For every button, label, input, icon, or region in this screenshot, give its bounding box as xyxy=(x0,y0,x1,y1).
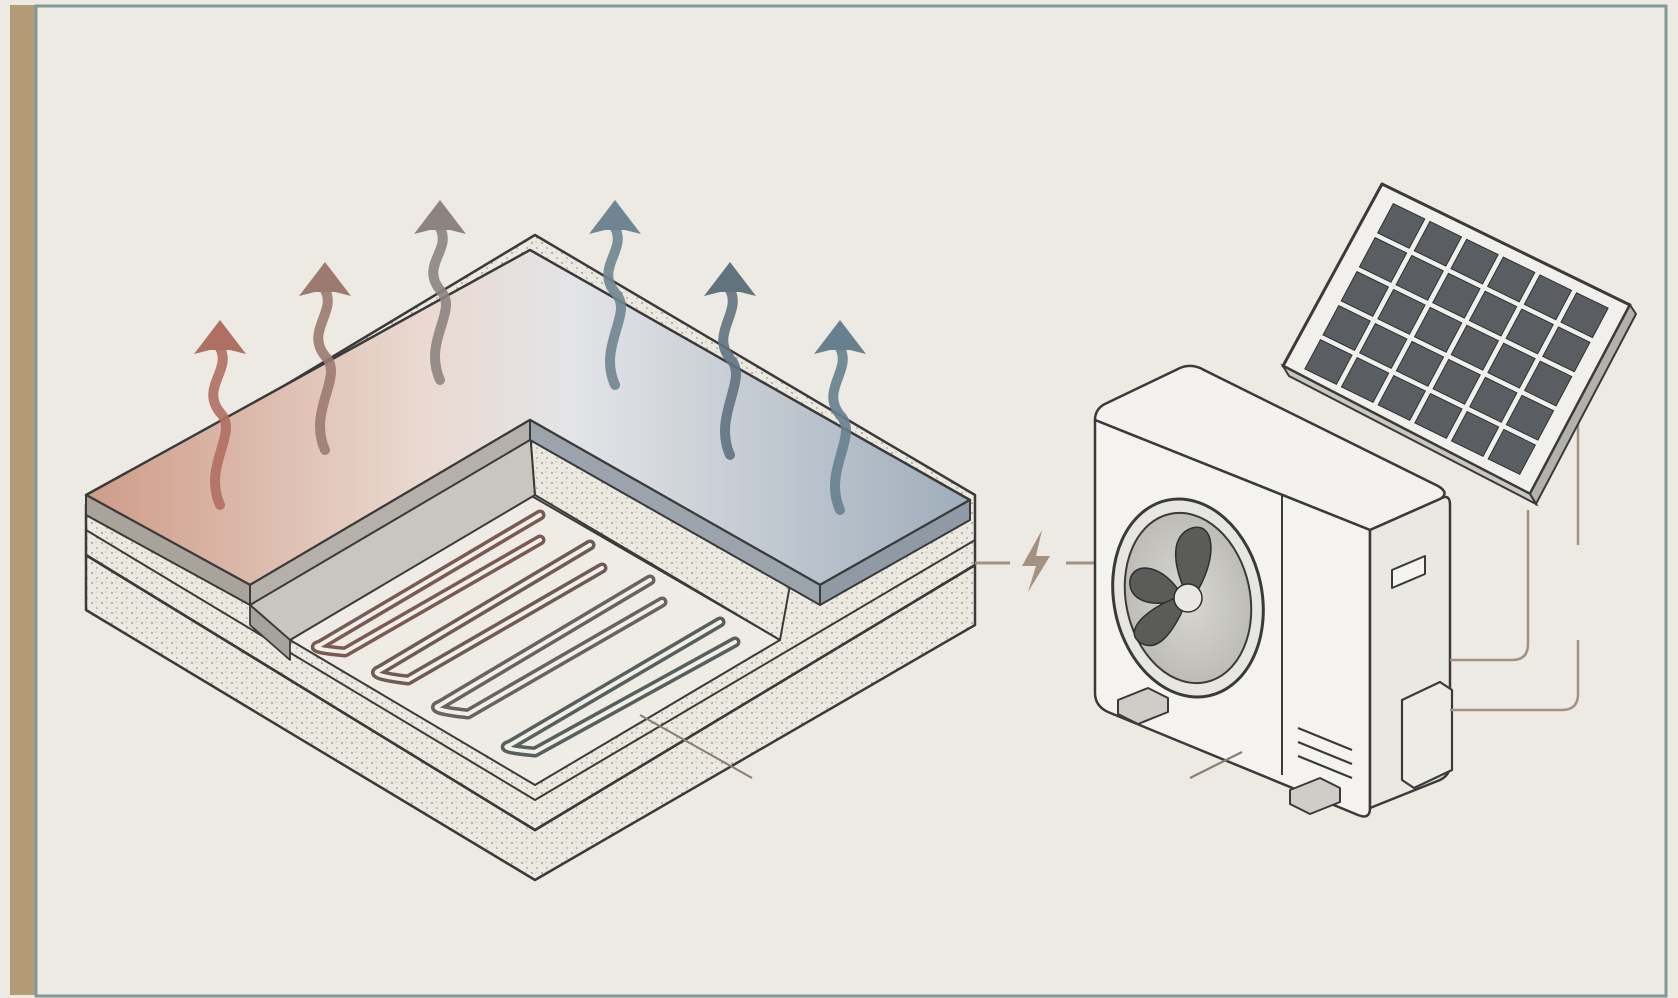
service-valve-box xyxy=(1402,682,1452,788)
frame-left-edge xyxy=(10,5,36,995)
